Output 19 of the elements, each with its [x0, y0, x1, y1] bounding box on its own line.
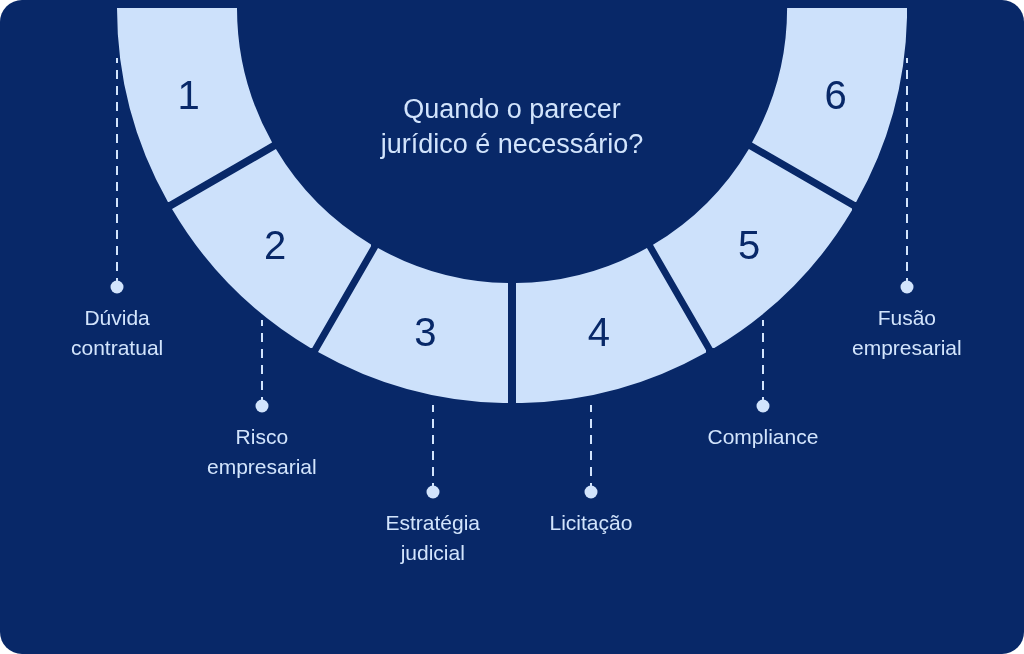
segment-label: Licitação [549, 508, 633, 538]
segment-number: 6 [824, 74, 847, 115]
segment-number: 4 [587, 311, 610, 352]
segment-number: 1 [177, 74, 200, 115]
segment-label: Risco empresarial [207, 422, 317, 482]
segment-label: Compliance [707, 422, 819, 452]
segment-number: 5 [737, 224, 761, 265]
leader-line [584, 404, 598, 499]
leader-line [110, 57, 124, 294]
leader-line [900, 57, 914, 294]
segment-label: Estratégia judicial [385, 508, 481, 568]
segment-label: Dúvida contratual [71, 303, 164, 363]
segment-number: 3 [414, 311, 437, 352]
leader-line [426, 404, 440, 499]
segment-number: 2 [264, 224, 287, 265]
leader-line [756, 319, 770, 413]
diagram-title: Quando o parecer jurídico é necessário? [379, 93, 645, 161]
leader-line [255, 319, 269, 413]
segment-label: Fusão empresarial [852, 303, 962, 363]
